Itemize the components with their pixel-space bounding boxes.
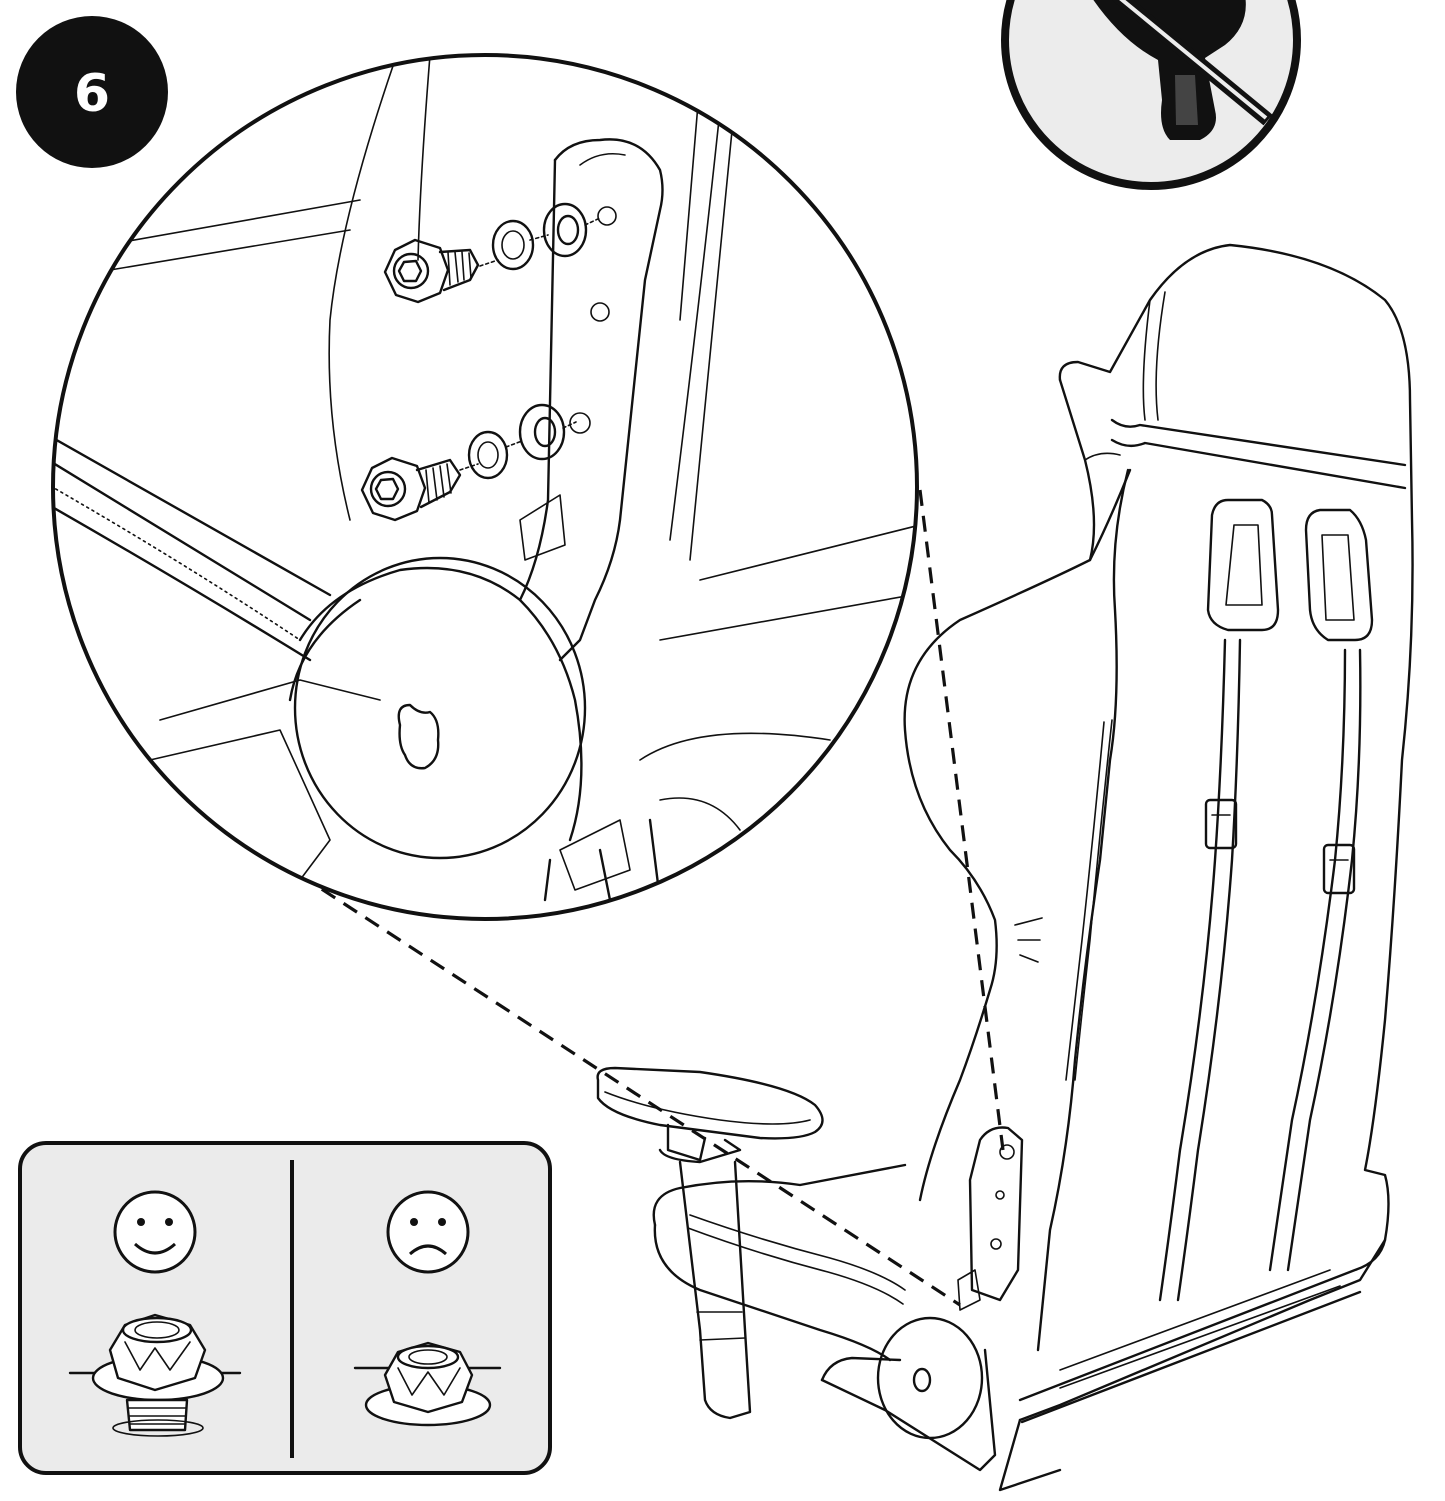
tightening-guide-panel (18, 1141, 552, 1475)
frowning-face-icon (386, 1190, 470, 1274)
gaming-chair-drawing (596, 243, 1414, 1492)
zoom-detail-circle (51, 53, 919, 921)
tight-bolt-icon (68, 1313, 242, 1437)
zoom-leader-lines (299, 489, 1005, 1307)
no-power-drill-icon (1001, 0, 1301, 190)
step-number-badge: 6 (16, 16, 168, 168)
incorrect-example (353, 1190, 502, 1427)
loose-bolt-icon (353, 1341, 502, 1427)
step-number: 6 (74, 64, 110, 124)
correct-example (68, 1190, 242, 1437)
smiley-face-icon (113, 1190, 197, 1274)
